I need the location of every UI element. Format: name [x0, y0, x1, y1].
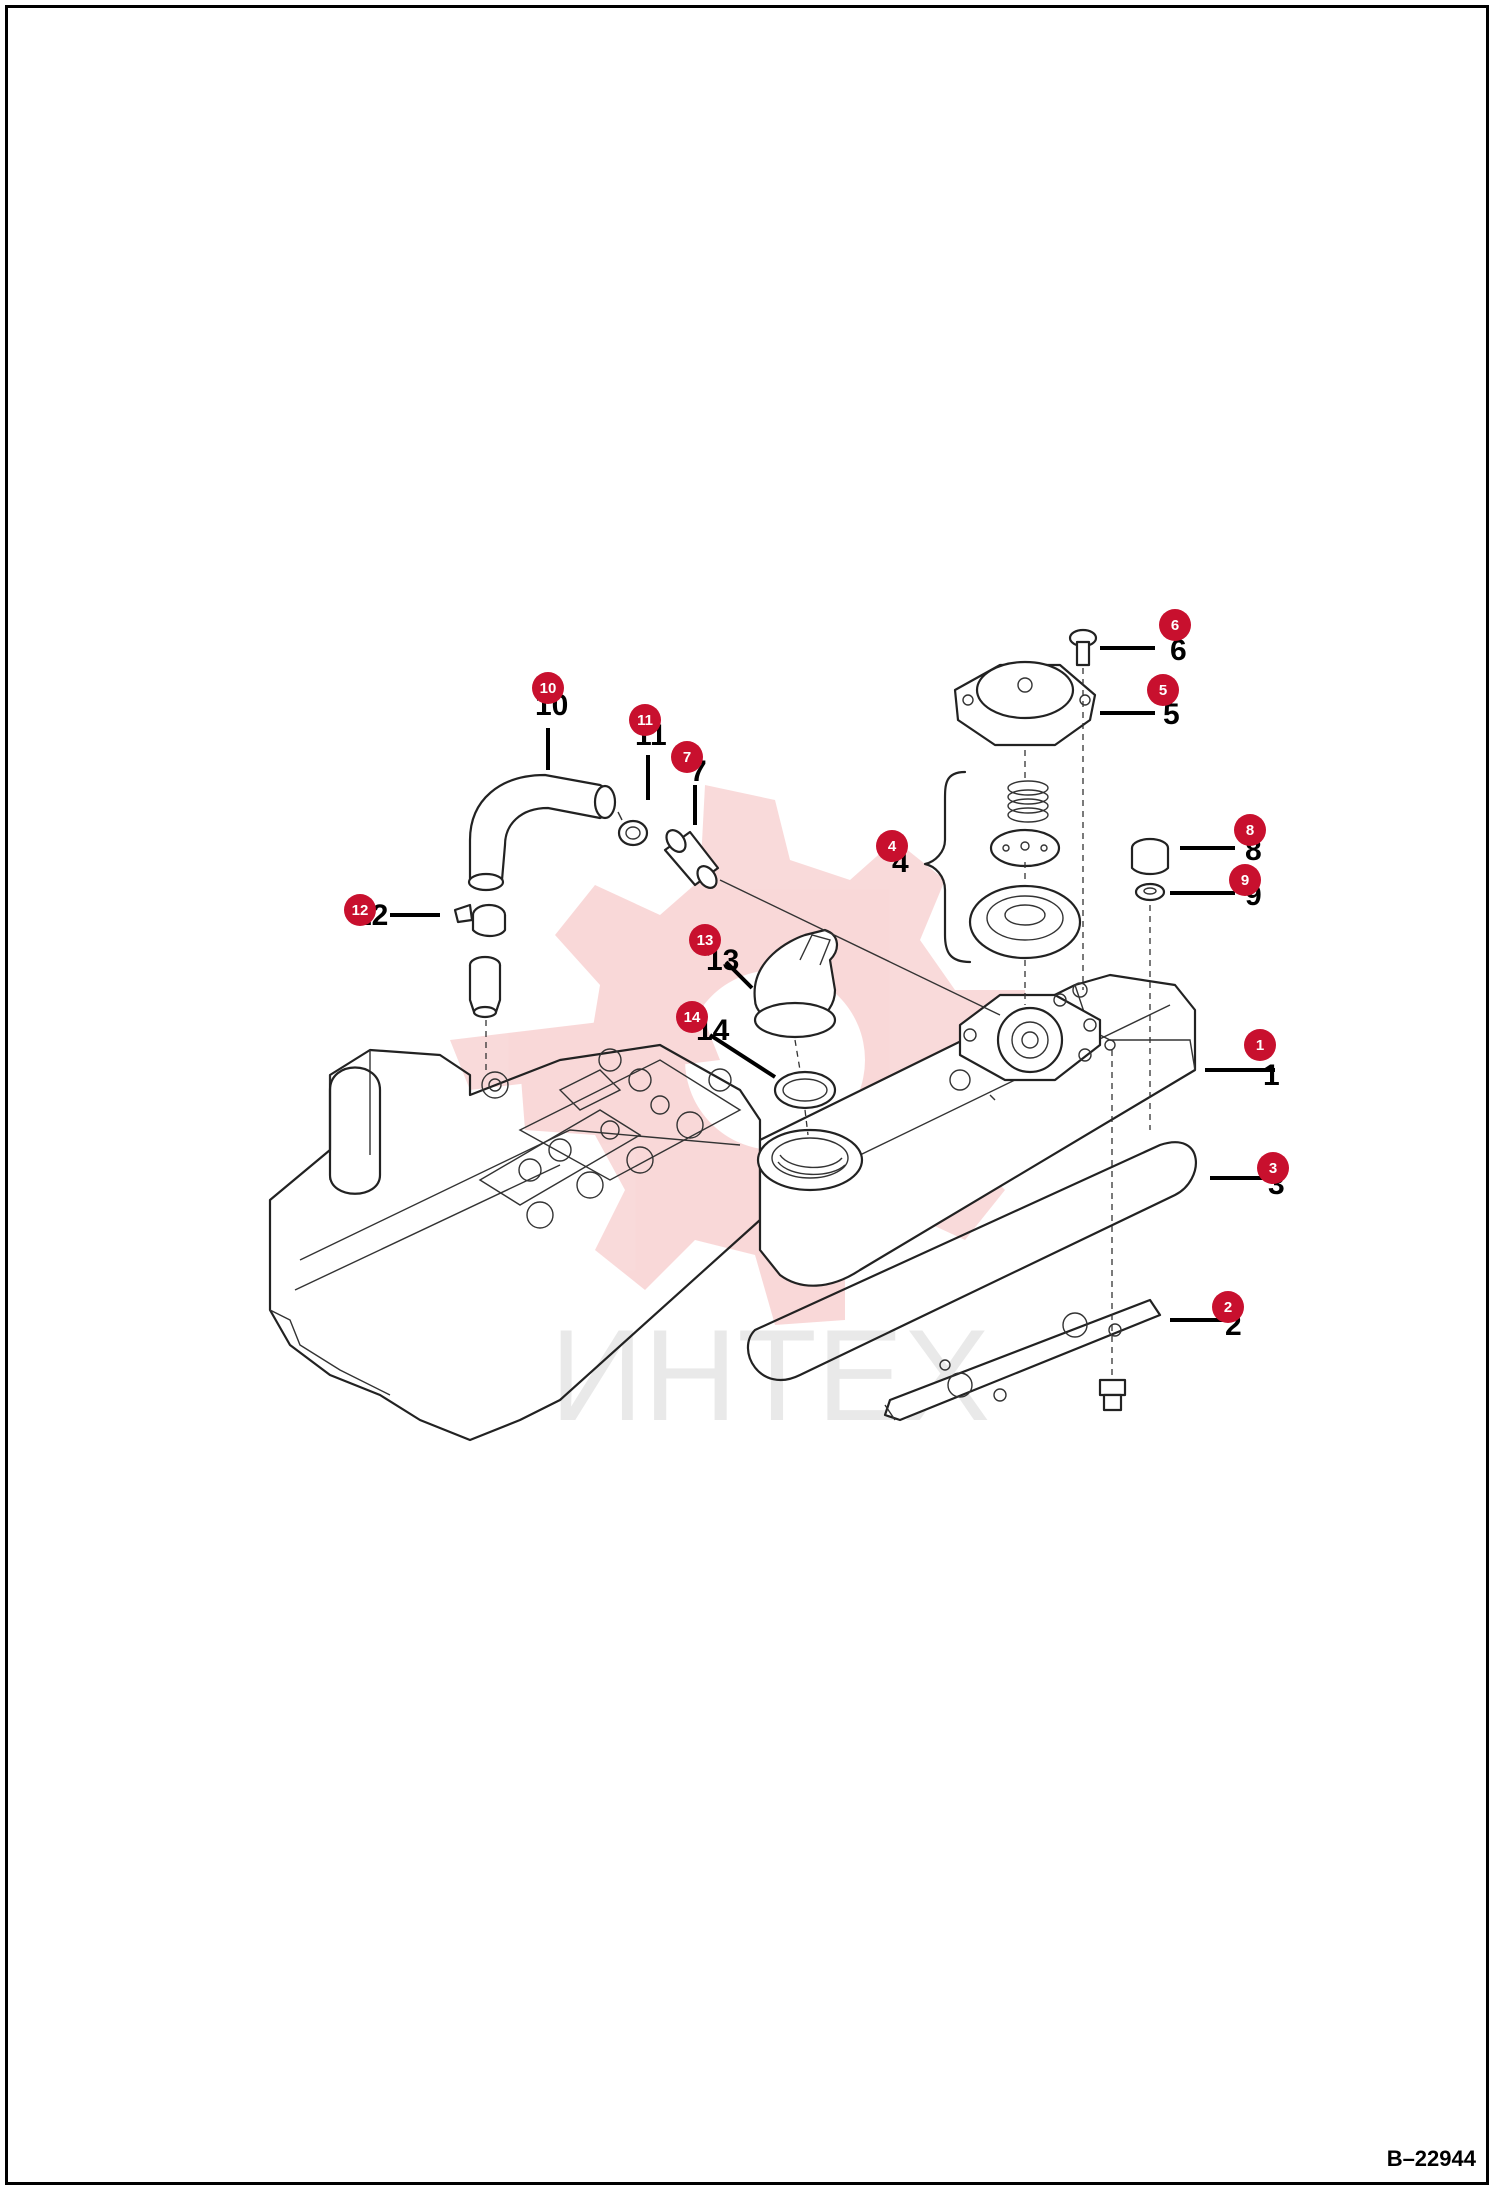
part-4-brace: [923, 770, 972, 964]
plate: [883, 1298, 1162, 1422]
drawing-reference-code: B–22944: [1386, 2146, 1476, 2171]
print-1: 1: [1263, 1059, 1280, 1092]
breather-plate: [989, 828, 1061, 868]
callout-label-1: 1: [1256, 1037, 1264, 1054]
callout-label-7: 7: [683, 749, 691, 766]
filler-o-ring: [773, 1070, 837, 1110]
callout-marker-11[interactable]: 11: [629, 704, 661, 736]
print-5: 5: [1163, 698, 1180, 731]
callout-label-11: 11: [637, 712, 653, 729]
callout-marker-5[interactable]: 5: [1147, 674, 1179, 706]
callout-label-14: 14: [684, 1009, 701, 1026]
callout-label-12: 12: [352, 902, 369, 919]
filler-cap: [753, 928, 838, 1039]
callout-label-5: 5: [1159, 682, 1167, 699]
hose-fitting: [468, 955, 502, 1019]
cover-gasket: [746, 1141, 1197, 1382]
callout-marker-3[interactable]: 3: [1257, 1152, 1289, 1184]
callout-marker-1[interactable]: 1: [1244, 1029, 1276, 1061]
callout-label-4: 4: [888, 838, 897, 855]
callout-marker-8[interactable]: 8: [1234, 814, 1266, 846]
figure-border: [5, 5, 1489, 2185]
breather-hose: [467, 773, 617, 892]
breather-diaphragm: [968, 884, 1082, 960]
callout-marker-14[interactable]: 14: [676, 1001, 708, 1033]
assembly-lines: [485, 668, 1151, 1375]
callout-marker-7[interactable]: 7: [671, 741, 703, 773]
valve-cover: [756, 973, 1197, 1287]
bottom-bolt: [1098, 1378, 1127, 1412]
breather-spring: [1007, 780, 1049, 823]
lower-clamp: [453, 903, 507, 938]
callout-marker-6[interactable]: 6: [1159, 609, 1191, 641]
callout-marker-12[interactable]: 12: [344, 894, 376, 926]
screw: [1068, 628, 1098, 667]
callout-marker-9[interactable]: 9: [1229, 864, 1261, 896]
callout-label-2: 2: [1224, 1299, 1232, 1316]
plug-seal: [1134, 882, 1166, 902]
breather-cover: [953, 660, 1097, 747]
callout-label-8: 8: [1246, 822, 1254, 839]
print-6: 6: [1170, 634, 1187, 667]
hose-clamp: [617, 811, 649, 847]
callout-label-10: 10: [540, 680, 557, 697]
callout-label-6: 6: [1171, 617, 1179, 634]
callout-label-3: 3: [1269, 1160, 1277, 1177]
engine-block: [268, 1043, 762, 1442]
plug-cap: [1130, 837, 1170, 876]
callout-label-13: 13: [697, 932, 714, 949]
breather-pipe: [663, 829, 720, 889]
callout-marker-13[interactable]: 13: [689, 924, 721, 956]
callout-marker-10[interactable]: 10: [532, 672, 564, 704]
callout-label-9: 9: [1241, 872, 1249, 889]
watermark-text: ИНТЕХ: [550, 1302, 990, 1448]
callout-marker-4[interactable]: 4: [876, 830, 908, 862]
callout-marker-2[interactable]: 2: [1212, 1291, 1244, 1323]
